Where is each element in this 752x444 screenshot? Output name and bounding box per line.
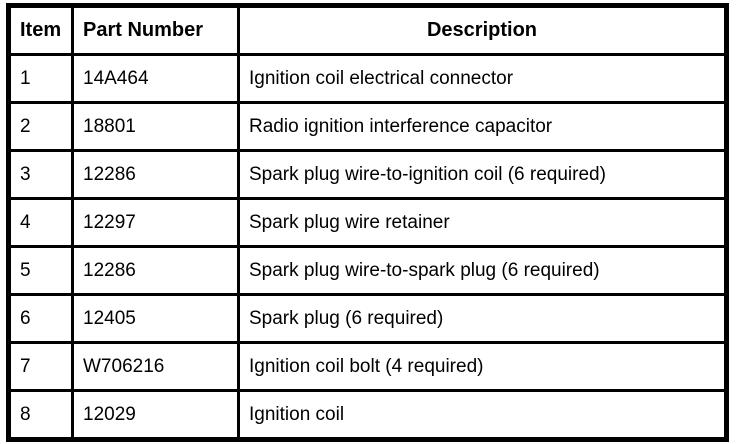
item-cell: 7 — [7, 341, 74, 392]
description-cell: Ignition coil electrical connector — [237, 53, 728, 104]
item-cell: 2 — [7, 101, 74, 152]
description-cell: Spark plug wire retainer — [237, 197, 728, 248]
description-cell: Ignition coil — [237, 389, 728, 441]
description-cell: Ignition coil bolt (4 required) — [237, 341, 728, 392]
description-cell: Spark plug (6 required) — [237, 293, 728, 344]
parts-table-header: Item Part Number Description — [7, 4, 728, 56]
part-number-cell: 14A464 — [71, 53, 240, 104]
item-cell: 5 — [7, 245, 74, 296]
description-cell: Spark plug wire-to-ignition coil (6 requ… — [237, 149, 728, 200]
item-cell: 6 — [7, 293, 74, 344]
part-number-cell: 12286 — [71, 149, 240, 200]
header-item: Item — [7, 4, 74, 56]
header-part-number: Part Number — [71, 4, 240, 56]
description-cell: Spark plug wire-to-spark plug (6 require… — [237, 245, 728, 296]
part-number-cell: 12405 — [71, 293, 240, 344]
item-cell: 1 — [7, 53, 74, 104]
item-cell: 8 — [7, 389, 74, 441]
part-number-cell: 12286 — [71, 245, 240, 296]
part-number-cell: W706216 — [71, 341, 240, 392]
part-number-cell: 12297 — [71, 197, 240, 248]
item-cell: 4 — [7, 197, 74, 248]
description-cell: Radio ignition interference capacitor — [237, 101, 728, 152]
part-number-cell: 18801 — [71, 101, 240, 152]
part-number-cell: 12029 — [71, 389, 240, 441]
header-row: Item Part Number Description — [7, 4, 728, 56]
item-cell: 3 — [7, 149, 74, 200]
header-description: Description — [237, 4, 728, 56]
